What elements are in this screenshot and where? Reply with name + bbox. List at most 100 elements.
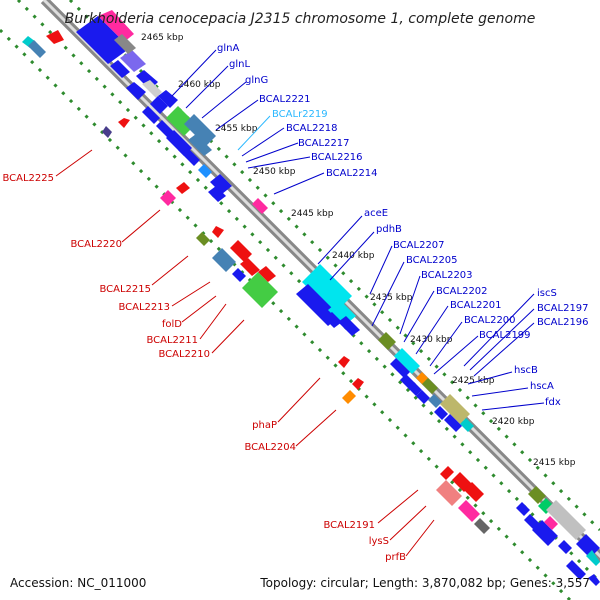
gene-label[interactable]: lysS: [369, 536, 389, 547]
gene-label[interactable]: BCAL2203: [421, 270, 473, 281]
gene-arrow[interactable]: [252, 198, 268, 214]
gene-label[interactable]: BCAL2200: [464, 315, 516, 326]
gene-arrow[interactable]: [240, 258, 260, 276]
gene-label[interactable]: prfB: [385, 552, 406, 563]
gene-label[interactable]: BCAL2204: [244, 442, 296, 453]
gene-arrow[interactable]: [324, 312, 342, 328]
gene-arrow[interactable]: [458, 500, 480, 522]
gene-arrow[interactable]: [474, 518, 490, 534]
gene-arrow[interactable]: [444, 414, 462, 432]
gene-arrow[interactable]: [338, 356, 350, 368]
gene-label[interactable]: BCAL2217: [298, 138, 350, 149]
gene-arrow[interactable]: [258, 266, 276, 282]
gene-arrow[interactable]: [118, 118, 130, 128]
gene-arrow[interactable]: [528, 486, 546, 504]
gene-arrow[interactable]: [114, 34, 136, 54]
gene-label[interactable]: folD: [162, 319, 182, 330]
gene-arrow[interactable]: [394, 348, 420, 374]
gene-arrow[interactable]: [440, 394, 470, 424]
gene-arrow[interactable]: [126, 82, 146, 100]
gene-arrow[interactable]: [436, 480, 462, 506]
gene-arrow[interactable]: [230, 240, 252, 262]
gene-label[interactable]: BCAL2220: [70, 239, 122, 250]
gene-arrow[interactable]: [156, 120, 174, 138]
gene-arrow[interactable]: [210, 174, 232, 194]
gene-arrow[interactable]: [176, 182, 190, 194]
gene-arrow[interactable]: [142, 106, 160, 124]
gene-arrow[interactable]: [208, 186, 226, 202]
gene-arrow[interactable]: [76, 16, 130, 64]
gene-label[interactable]: BCALr2219: [272, 109, 328, 120]
gene-arrow[interactable]: [352, 378, 364, 390]
gene-label[interactable]: glnL: [229, 59, 250, 70]
gene-arrow[interactable]: [198, 164, 212, 178]
gene-arrow[interactable]: [586, 550, 600, 566]
gene-arrow[interactable]: [188, 134, 212, 156]
gene-arrow[interactable]: [566, 560, 586, 580]
gene-label[interactable]: BCAL2215: [99, 284, 151, 295]
gene-arrow[interactable]: [28, 40, 46, 58]
gene-arrow[interactable]: [434, 406, 448, 420]
gene-label[interactable]: BCAL2201: [450, 300, 502, 311]
gene-arrow[interactable]: [464, 482, 484, 502]
gene-arrow[interactable]: [46, 30, 64, 44]
gene-label[interactable]: fdx: [545, 397, 561, 408]
gene-label[interactable]: aceE: [364, 208, 388, 219]
gene-label[interactable]: BCAL2205: [406, 255, 458, 266]
gene-arrow[interactable]: [150, 96, 168, 114]
gene-label[interactable]: BCAL2199: [479, 330, 531, 341]
gene-label[interactable]: phaP: [252, 420, 277, 431]
gene-arrow[interactable]: [212, 248, 236, 272]
gene-label[interactable]: pdhB: [376, 224, 402, 235]
gene-arrow[interactable]: [232, 268, 246, 282]
gene-label[interactable]: BCAL2211: [146, 335, 198, 346]
gene-label[interactable]: glnG: [245, 75, 268, 86]
gene-arrow[interactable]: [576, 534, 600, 558]
gene-arrow[interactable]: [428, 394, 442, 408]
gene-arrow[interactable]: [142, 80, 162, 98]
gene-label[interactable]: glnA: [217, 43, 239, 54]
gene-label[interactable]: BCAL2197: [537, 303, 589, 314]
gene-arrow[interactable]: [342, 390, 356, 404]
gene-label[interactable]: BCAL2196: [537, 317, 589, 328]
gene-arrow[interactable]: [460, 418, 474, 432]
gene-arrow[interactable]: [196, 232, 210, 246]
gene-arrow[interactable]: [184, 114, 216, 146]
gene-label[interactable]: BCAL2191: [323, 520, 375, 531]
gene-label[interactable]: BCAL2221: [259, 94, 311, 105]
gene-arrow[interactable]: [544, 516, 558, 530]
gene-label[interactable]: BCAL2202: [436, 286, 488, 297]
gene-arrow[interactable]: [212, 226, 224, 238]
gene-arrow[interactable]: [532, 520, 558, 546]
gene-arrow[interactable]: [338, 316, 360, 336]
gene-arrow[interactable]: [242, 272, 278, 308]
gene-arrow[interactable]: [178, 144, 200, 166]
gene-arrow[interactable]: [378, 332, 396, 350]
gene-arrow[interactable]: [546, 500, 586, 540]
gene-arrow[interactable]: [516, 502, 530, 516]
gene-label[interactable]: BCAL2218: [286, 123, 338, 134]
gene-label[interactable]: BCAL2207: [393, 240, 445, 251]
map-title: Burkholderia cenocepacia J2315 chromosom…: [65, 11, 536, 27]
gene-arrow[interactable]: [160, 190, 176, 206]
gene-label[interactable]: hscB: [514, 365, 538, 376]
gene-label[interactable]: iscS: [537, 288, 557, 299]
gene-arrow[interactable]: [422, 378, 438, 394]
gene-label[interactable]: BCAL2210: [158, 349, 210, 360]
gene-arrow[interactable]: [408, 382, 422, 396]
gene-arrow[interactable]: [588, 574, 600, 586]
gene-arrow[interactable]: [558, 540, 572, 554]
gene-arrow[interactable]: [416, 390, 430, 404]
gene-label[interactable]: BCAL2216: [311, 152, 363, 163]
gene-arrow[interactable]: [120, 50, 146, 72]
gene-label[interactable]: BCAL2225: [2, 173, 54, 184]
gene-arrow[interactable]: [440, 466, 454, 480]
gene-label[interactable]: hscA: [530, 381, 554, 392]
gene-arrow[interactable]: [98, 10, 134, 42]
gene-arrow[interactable]: [110, 60, 130, 78]
gene-arrow[interactable]: [102, 126, 112, 138]
gene-label[interactable]: BCAL2214: [326, 168, 378, 179]
gene-arrow[interactable]: [158, 90, 178, 108]
gene-arrow[interactable]: [390, 358, 410, 378]
gene-label[interactable]: BCAL2213: [118, 302, 170, 313]
